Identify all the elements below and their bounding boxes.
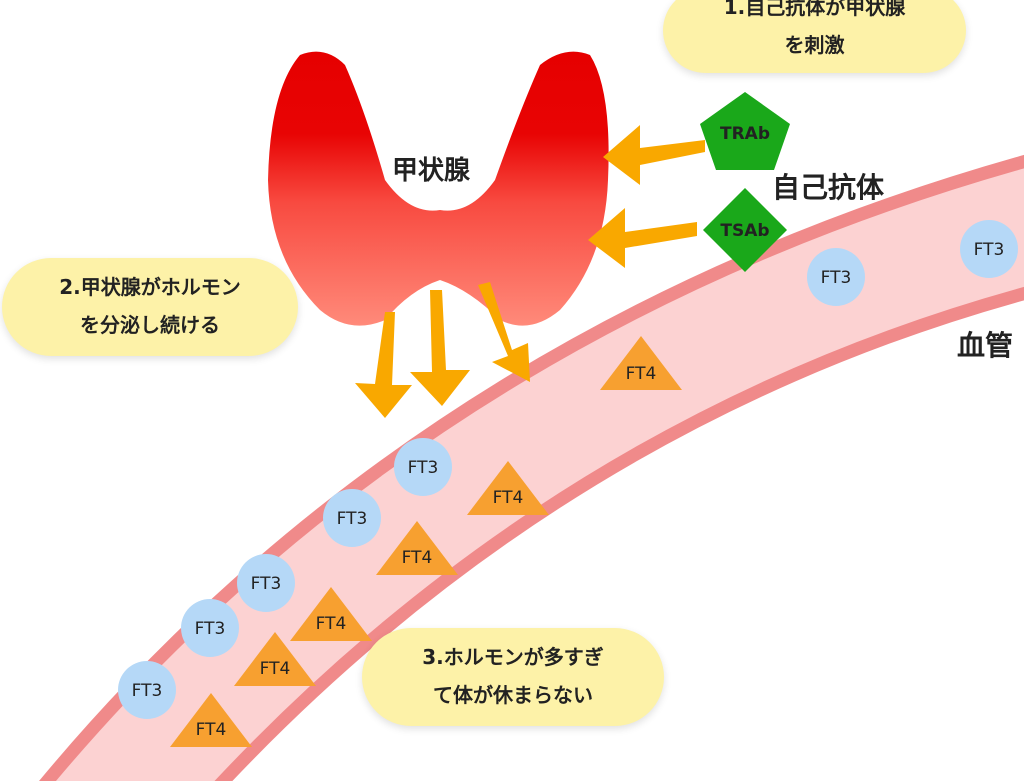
ft3-text: FT3 <box>821 268 852 288</box>
thyroid-gland <box>268 51 609 326</box>
ft3-molecule <box>323 489 381 547</box>
arrow-icon <box>603 125 705 185</box>
step-2-line-1: 2.甲状腺がホルモン <box>59 275 241 299</box>
ft3-text: FT3 <box>337 509 368 529</box>
ft4-molecule <box>467 461 549 515</box>
ft3-molecule <box>181 599 239 657</box>
tsab-label: TSAb <box>720 221 769 241</box>
ft4-text: FT4 <box>316 614 347 634</box>
thyroid-label: 甲状腺 <box>392 156 471 186</box>
ft4-molecule <box>290 587 372 641</box>
step-3-line-2: て体が休まらない <box>433 683 593 707</box>
arrow-icon <box>588 208 697 268</box>
ft3-text: FT3 <box>132 681 163 701</box>
ft3-group: FT3 FT3 FT3 FT3 FT3 FT3 FT3 <box>118 220 1018 719</box>
ft4-molecule <box>376 521 458 575</box>
arrow-icon <box>478 282 530 382</box>
ft3-text: FT3 <box>195 619 226 639</box>
ft4-molecule <box>234 632 316 686</box>
ft4-molecule <box>600 336 682 390</box>
autoantibody-label: 自己抗体 <box>772 171 885 204</box>
ft4-group: FT4 FT4 FT4 FT4 FT4 FT4 <box>170 336 682 747</box>
ft3-molecule <box>807 248 865 306</box>
vessel-label: 血管 <box>957 329 1014 362</box>
ft4-text: FT4 <box>493 488 524 508</box>
tsab-antibody-icon <box>703 188 787 272</box>
blood-vessel <box>47 161 1024 781</box>
step-2-bubble: 2.甲状腺がホルモン を分泌し続ける <box>2 258 298 356</box>
ft4-text: FT4 <box>260 659 291 679</box>
arrow-icon <box>355 312 412 418</box>
trab-label: TRAb <box>720 124 770 144</box>
ft4-text: FT4 <box>196 720 227 740</box>
step-2-line-2: を分泌し続ける <box>80 313 220 337</box>
ft3-molecule <box>394 438 452 496</box>
step-1-bubble: 1.自己抗体が甲状腺 を刺激 <box>663 0 966 73</box>
ft4-text: FT4 <box>626 364 657 384</box>
arrow-icon <box>410 290 470 406</box>
ft3-molecule <box>118 661 176 719</box>
ft4-molecule <box>170 693 252 747</box>
stimulation-arrows <box>355 125 705 418</box>
trab-antibody-icon <box>700 92 790 170</box>
ft3-molecule <box>960 220 1018 278</box>
ft3-text: FT3 <box>251 574 282 594</box>
ft3-text: FT3 <box>974 240 1005 260</box>
vessel-upper-wall <box>39 154 1024 781</box>
ft4-text: FT4 <box>402 548 433 568</box>
vessel-lower-wall <box>214 286 1024 781</box>
ft3-molecule <box>237 554 295 612</box>
ft3-text: FT3 <box>408 458 439 478</box>
step-3-line-1: 3.ホルモンが多すぎ <box>422 645 604 669</box>
step-1-line-1: 1.自己抗体が甲状腺 <box>723 0 906 19</box>
step-3-bubble: 3.ホルモンが多すぎ て体が休まらない <box>362 628 664 726</box>
step-1-line-2: を刺激 <box>784 33 845 57</box>
